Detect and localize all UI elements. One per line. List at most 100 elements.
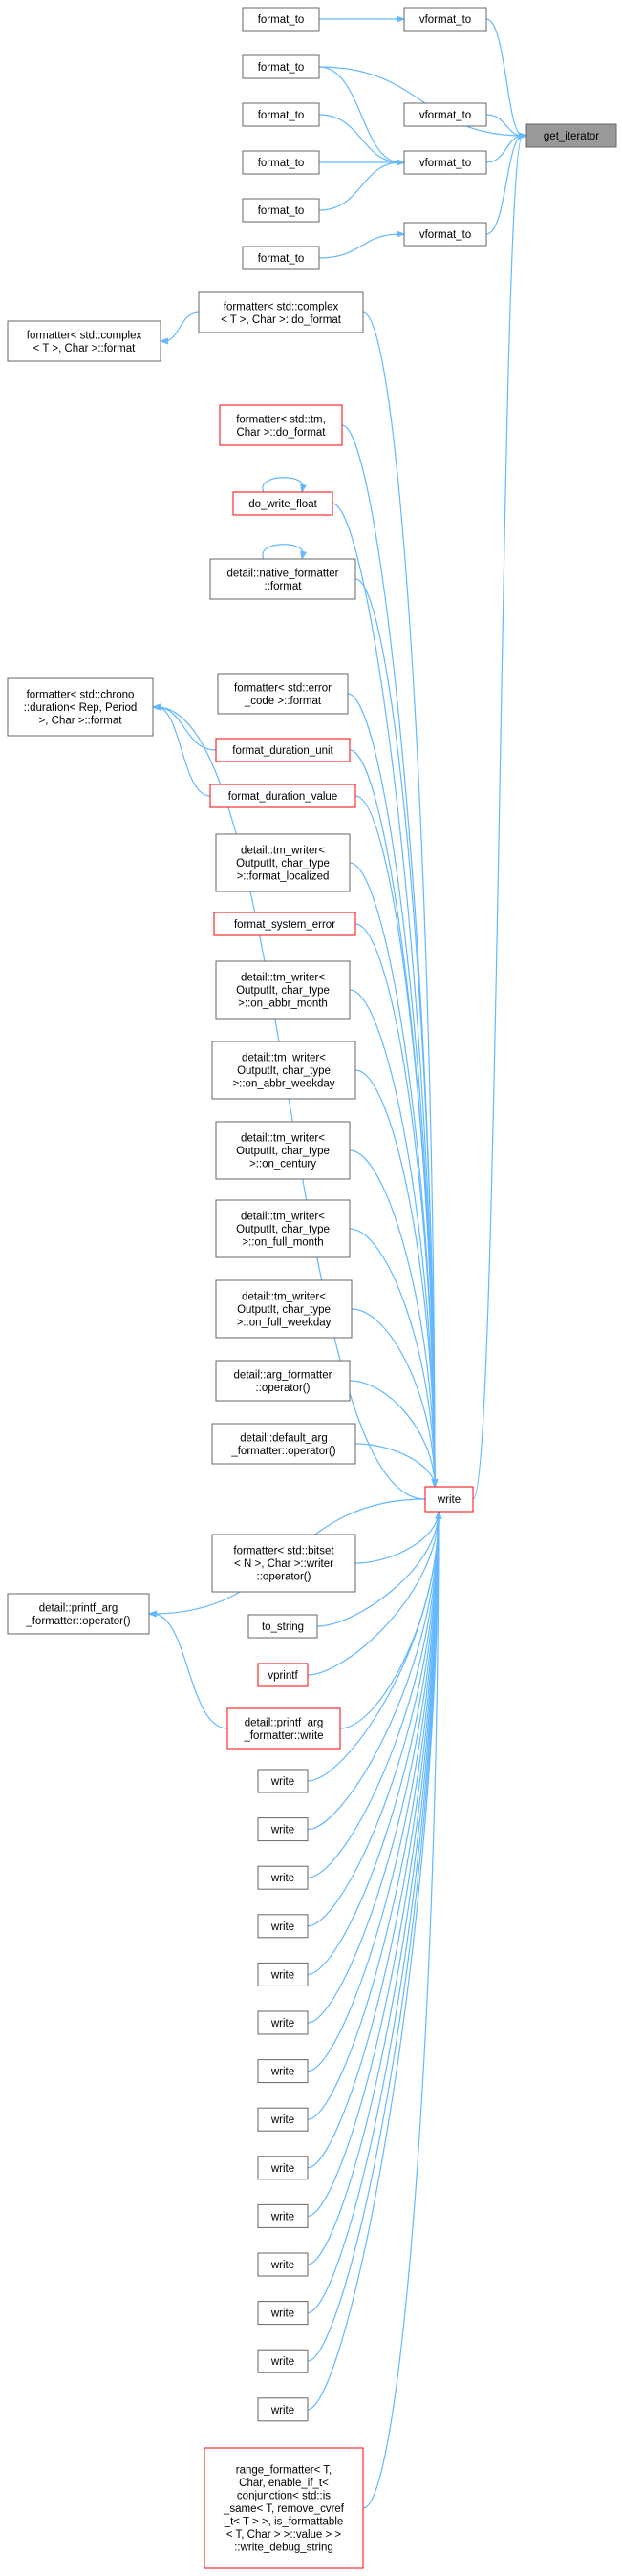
node-label: format_to xyxy=(258,253,305,265)
edge-error-code-format-to-write xyxy=(347,693,439,1489)
node-box xyxy=(204,2447,364,2569)
node-vformat-to-1[interactable]: vformat_to xyxy=(403,7,487,32)
node-write-11[interactable]: write xyxy=(257,2252,309,2277)
edge-tm-writer-on-abbr-weekday-to-write-line xyxy=(354,1069,436,1488)
node-write-6[interactable]: write xyxy=(257,2010,309,2035)
node-error-code-format[interactable]: formatter< std::error_code >::format xyxy=(217,673,349,715)
edge-write-10-to-write-line xyxy=(307,1511,440,2217)
node-box xyxy=(257,2252,309,2277)
edge-format-to-6-to-vformat-to-4 xyxy=(318,230,406,259)
node-format-to-3[interactable]: format_to xyxy=(242,102,320,127)
node-vformat-to-2[interactable]: vformat_to xyxy=(403,102,487,127)
node-tm-do-format[interactable]: formatter< std::tm,Char >::do_format xyxy=(219,404,343,446)
node-format-to-6[interactable]: format_to xyxy=(242,246,320,270)
node-write-9[interactable]: write xyxy=(257,2156,309,2180)
edge-format-to-5-to-vformat-to-3-line xyxy=(318,161,401,211)
node-arg-formatter-operator[interactable]: detail::arg_formatter::operator() xyxy=(215,1360,351,1402)
nodes-layer: get_iterator format_to vformat_to format_to… xyxy=(7,7,617,2569)
node-tm-writer-on-century[interactable]: detail::tm_writer<OutputIt, char_type>::… xyxy=(215,1121,351,1180)
edge-tm-writer-on-full-month-to-write xyxy=(349,1228,439,1489)
node-box xyxy=(257,2349,309,2373)
node-label: get_iterator xyxy=(544,131,599,142)
node-box xyxy=(215,1121,351,1180)
node-box xyxy=(7,1593,150,1635)
node-tm-writer-on-abbr-weekday[interactable]: detail::tm_writer<OutputIt, char_type>::… xyxy=(211,1041,356,1100)
node-write-main[interactable]: write xyxy=(424,1486,474,1513)
edge-vprintf-to-write-line xyxy=(307,1511,440,1676)
edge-vformat-to-1-to-get-iterator-line xyxy=(485,18,524,137)
node-default-arg-formatter-operator[interactable]: detail::default_arg_formatter::operator(… xyxy=(211,1423,356,1465)
node-write-13[interactable]: write xyxy=(257,2349,309,2373)
edge-format-to-6-to-vformat-to-4-line xyxy=(318,233,401,259)
node-write-14[interactable]: write xyxy=(257,2397,309,2422)
node-format-to-1[interactable]: format_to xyxy=(242,7,320,32)
node-chrono-format[interactable]: formatter< std::chrono::duration< Rep, P… xyxy=(7,677,154,737)
edge-write-5-to-write-line xyxy=(307,1511,440,1975)
edge-write-9-to-write-line xyxy=(307,1511,440,2169)
edge-write-11-to-write-line xyxy=(307,1511,440,2265)
node-tm-writer-format-localized[interactable]: detail::tm_writer<OutputIt, char_type>::… xyxy=(215,833,351,892)
edge-format-to-2-to-vformat-to-3-line xyxy=(318,66,401,163)
node-write-2[interactable]: write xyxy=(257,1817,309,1842)
edge-range-formatter-write-debug-string-to-write xyxy=(362,1510,442,2509)
node-complex-format[interactable]: formatter< std::complex< T >, Char >::fo… xyxy=(7,320,161,362)
node-label: >, Char >::format xyxy=(39,716,123,727)
node-box xyxy=(424,1486,474,1513)
node-label: OutputIt, char_type xyxy=(236,1146,330,1157)
node-box xyxy=(257,1817,309,1842)
edge-format-to-3-to-vformat-to-3 xyxy=(318,114,406,166)
node-get-iterator[interactable]: get_iterator xyxy=(525,123,617,148)
node-complex-do-format[interactable]: formatter< std::complex< T >, Char >::do… xyxy=(198,291,364,333)
node-box xyxy=(242,7,320,32)
node-box xyxy=(257,1914,309,1939)
node-label: ::write_debug_string xyxy=(234,2543,333,2554)
node-do-write-float[interactable]: do_write_float xyxy=(232,491,333,516)
edge-default-arg-formatter-operator-to-write xyxy=(354,1443,439,1489)
node-label: _t< T > >, is_formattable xyxy=(224,2517,344,2528)
node-write-10[interactable]: write xyxy=(257,2203,309,2228)
edge-write-main-to-get-iterator xyxy=(472,132,528,1500)
edge-write-4-to-write-line xyxy=(307,1511,440,1927)
node-format-to-4[interactable]: format_to xyxy=(242,150,320,175)
node-native-formatter-format[interactable]: detail::native_formatter::format xyxy=(209,558,356,600)
node-box xyxy=(7,320,161,362)
node-format-duration-value[interactable]: format_duration_value xyxy=(209,784,356,808)
node-label: Char >::do_format xyxy=(236,427,326,439)
node-tm-writer-on-abbr-month[interactable]: detail::tm_writer<OutputIt, char_type>::… xyxy=(215,960,351,1020)
edge-bitset-writer-operator-to-write-line xyxy=(354,1511,440,1564)
node-range-formatter-write-debug-string[interactable]: range_formatter< T,Char, enable_if_t<con… xyxy=(204,2447,364,2569)
node-to-string[interactable]: to_string xyxy=(247,1614,318,1639)
node-tm-writer-on-full-weekday[interactable]: detail::tm_writer<OutputIt, char_type>::… xyxy=(215,1279,353,1339)
node-vformat-to-4[interactable]: vformat_to xyxy=(403,222,487,247)
node-vformat-to-3[interactable]: vformat_to xyxy=(403,150,487,175)
node-box xyxy=(257,1865,309,1890)
node-write-12[interactable]: write xyxy=(257,2301,309,2326)
node-printf-arg-formatter-operator[interactable]: detail::printf_arg_formatter::operator() xyxy=(7,1593,150,1635)
node-label: write xyxy=(270,2018,294,2029)
node-label: OutputIt, char_type xyxy=(236,1224,330,1235)
node-write-4[interactable]: write xyxy=(257,1914,309,1939)
node-vprintf[interactable]: vprintf xyxy=(257,1663,309,1687)
node-format-duration-unit[interactable]: format_duration_unit xyxy=(215,738,351,762)
node-label: write xyxy=(437,1494,461,1506)
node-bitset-writer-operator[interactable]: formatter< std::bitset< N >, Char >::wri… xyxy=(211,1534,356,1593)
node-format-to-2[interactable]: format_to xyxy=(242,54,320,79)
node-box xyxy=(215,960,351,1020)
node-write-8[interactable]: write xyxy=(257,2107,309,2132)
node-tm-writer-on-full-month[interactable]: detail::tm_writer<OutputIt, char_type>::… xyxy=(215,1199,351,1258)
node-write-3[interactable]: write xyxy=(257,1865,309,1890)
node-label: formatter< std::error xyxy=(234,682,332,694)
node-printf-arg-formatter-write[interactable]: detail::printf_arg_formatter::write xyxy=(226,1707,341,1750)
edge-arg-formatter-operator-to-write-line xyxy=(349,1380,436,1488)
node-box xyxy=(215,1279,353,1339)
node-write-7[interactable]: write xyxy=(257,2059,309,2084)
node-label: detail::native_formatter xyxy=(227,568,339,579)
node-write-1[interactable]: write xyxy=(257,1769,309,1793)
node-write-5[interactable]: write xyxy=(257,1962,309,1986)
node-label: ::duration< Rep, Period xyxy=(24,702,138,714)
node-box xyxy=(215,1199,351,1258)
node-format-to-5[interactable]: format_to xyxy=(242,198,320,223)
node-format-system-error[interactable]: format_system_error xyxy=(213,912,356,936)
node-label: write xyxy=(270,2163,294,2175)
node-box xyxy=(209,558,356,600)
